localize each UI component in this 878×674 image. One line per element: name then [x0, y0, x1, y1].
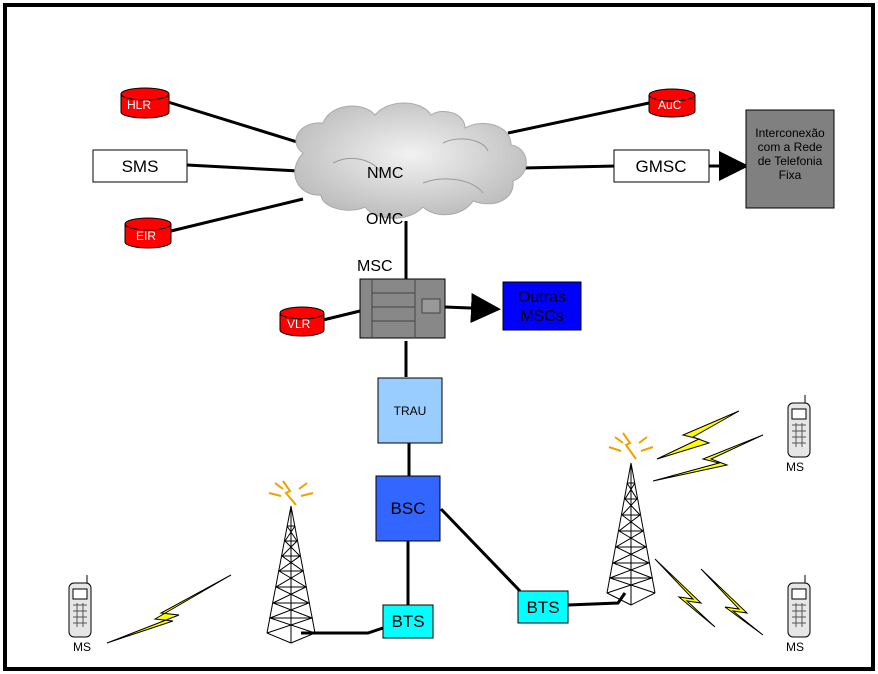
bts-left-label: BTS: [391, 612, 424, 631]
interconexao-line-2: com a Rede: [758, 140, 823, 154]
omc-label: OMC: [366, 211, 403, 228]
outras-mscs-box[interactable]: Outras MSCs: [502, 281, 582, 331]
ms-top-right-label: MS: [786, 460, 804, 474]
link-bsc-bts-right: [439, 507, 522, 593]
trau-label: TRAU: [394, 404, 427, 418]
sms-label: SMS: [122, 157, 159, 176]
hlr-database[interactable]: HLR: [120, 87, 170, 119]
link-sms-cloud: [186, 163, 300, 173]
antenna-tower-icon: [606, 462, 656, 606]
ms-bottom-right-label: MS: [786, 640, 804, 654]
eir-database[interactable]: EIR: [124, 217, 172, 249]
vlr-label: VLR: [287, 317, 311, 331]
msc-label: MSC: [357, 258, 393, 275]
bsc-label: BSC: [391, 499, 426, 518]
signal-burst-icon: [608, 432, 654, 460]
link-auc-cloud: [507, 101, 650, 135]
lightning-bolt-icon: [700, 568, 764, 636]
hlr-label: HLR: [127, 98, 151, 112]
diagram-canvas: NMC OMC HLR AuC EIR VLR SMS GMSC Interco…: [3, 3, 875, 671]
interconexao-line-1: Interconexão: [755, 126, 825, 140]
ms-left-label: MS: [73, 640, 91, 654]
auc-label: AuC: [658, 98, 682, 112]
lightning-bolt-icon: [656, 410, 740, 460]
bts-right-box[interactable]: BTS: [517, 590, 569, 624]
link-msc-outras: [444, 293, 501, 324]
eir-label: EIR: [136, 229, 156, 243]
antenna-tower-icon: [266, 505, 316, 644]
cloud-icon: [294, 102, 527, 219]
interconexao-box[interactable]: Interconexão com a Rede de Telefonia Fix…: [745, 109, 835, 209]
signal-burst-icon: [268, 480, 314, 506]
link-tower-left-bts: [301, 626, 384, 635]
bts-left-box[interactable]: BTS: [382, 604, 434, 639]
bts-right-label: BTS: [526, 598, 559, 617]
link-gmsc-cloud: [522, 164, 618, 170]
interconexao-line-4: Fixa: [779, 168, 802, 182]
link-eir-cloud: [170, 197, 304, 233]
vlr-database[interactable]: VLR: [279, 306, 325, 337]
auc-database[interactable]: AuC: [648, 88, 696, 118]
lightning-bolt-icon: [652, 434, 764, 482]
bsc-box[interactable]: BSC: [375, 475, 441, 542]
nmc-label: NMC: [367, 165, 403, 182]
link-bts-right-tower: [567, 592, 627, 607]
msc-switch[interactable]: [359, 278, 446, 339]
link-vlr-msc: [322, 309, 361, 322]
sms-box[interactable]: SMS: [92, 149, 188, 183]
gmsc-label: GMSC: [636, 157, 687, 176]
lightning-bolt-icon: [654, 558, 716, 628]
gmsc-box[interactable]: GMSC: [613, 149, 710, 183]
lightning-bolt-icon: [106, 574, 232, 644]
outras-label-line-1: Outras: [518, 289, 566, 306]
outras-label-line-2: MSCs: [520, 308, 564, 325]
trau-box[interactable]: TRAU: [377, 377, 443, 444]
mobile-phone-icon: [68, 575, 92, 638]
mobile-phone-icon: [787, 395, 811, 458]
mobile-phone-icon: [787, 575, 811, 638]
interconexao-line-3: de Telefonia: [758, 154, 823, 168]
